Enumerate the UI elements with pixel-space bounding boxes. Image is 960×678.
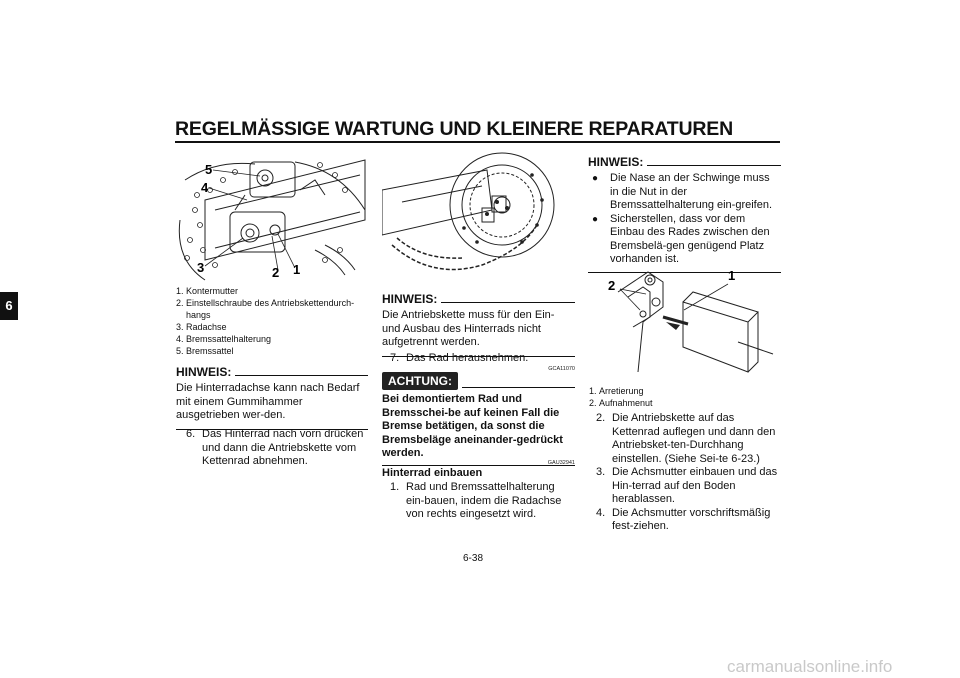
figure-chain-illustration	[382, 152, 555, 271]
caption-item: 5.Bremssattel	[176, 346, 234, 356]
achtung-end-rule	[382, 464, 575, 466]
hinweis-text: Die Antriebskette muss für den Ein- und …	[382, 309, 555, 348]
achtung-heading: ACHTUNG:	[382, 372, 575, 390]
fig3-label-1: 1	[728, 268, 735, 283]
title-rule	[175, 141, 780, 143]
fig3-label-2: 2	[608, 278, 615, 293]
page-title: REGELMÄSSIGE WARTUNG UND KLEINERE REPARA…	[175, 118, 733, 140]
fig1-label-4: 4	[201, 180, 209, 195]
page-number: 6-38	[463, 553, 484, 564]
hinweis-heading: HINWEIS:	[382, 292, 575, 306]
hinweis-end-rule	[588, 271, 781, 273]
hinweis-end-rule	[176, 428, 368, 430]
achtung-badge: ACHTUNG:	[382, 372, 458, 390]
step-7: 7.Das Rad herausnehmen.	[390, 352, 529, 364]
hinweis-heading: HINWEIS:	[176, 365, 368, 379]
fig3-captions: 1.Arretierung 2.Aufnahmenut	[589, 385, 779, 409]
doc-code-2: GAU32941	[547, 460, 575, 466]
step-1: 1.Rad und Bremssattelhalterung ein-bauen…	[390, 481, 562, 520]
col3-hinweis: HINWEIS: ●Die Nase an der Schwinge muss …	[588, 155, 781, 273]
fig1-label-1: 1	[293, 262, 300, 277]
fig1-label-2: 2	[272, 265, 279, 280]
caption-item: 2.Einstellschraube des Antriebskettendur…	[176, 298, 355, 320]
caption-item: 3.Radachse	[176, 322, 227, 332]
step-6: 6.Das Hinterrad nach vorn drücken und da…	[186, 428, 364, 467]
hinweis-end-rule	[382, 355, 575, 357]
step-2: 2.Die Antriebskette auf das Kettenrad au…	[596, 412, 776, 465]
col2-hinweis: HINWEIS: Die Antriebskette muss für den …	[382, 292, 575, 357]
step-3: 3.Die Achsmutter einbauen und das Hin-te…	[596, 466, 778, 505]
caption-item: 1.Kontermutter	[176, 286, 239, 296]
col1-hinweis: HINWEIS: Die Hinterradachse kann nach Be…	[176, 365, 368, 430]
section-title: Hinterrad einbauen	[382, 467, 483, 479]
watermark: carmanualsonline.info	[727, 657, 893, 676]
doc-code-1: GCA11070	[548, 366, 575, 372]
hinweis-heading: HINWEIS:	[588, 155, 781, 169]
fig1-label-5: 5	[205, 162, 212, 177]
fig1-label-3: 3	[197, 260, 204, 275]
step-4: 4.Die Achsmutter vorschriftsmäßig fest-z…	[596, 506, 771, 533]
bullet-item: ●Die Nase an der Schwinge muss in die Nu…	[592, 172, 773, 211]
bullet-item: ●Sicherstellen, dass vor dem Einbau des …	[592, 212, 770, 266]
col3-steps: 2.Die Antriebskette auf das Kettenrad au…	[596, 412, 782, 534]
figure-bracket-illustration: 2 1	[608, 268, 774, 373]
chapter-tab: 6	[0, 292, 18, 320]
caption-item: 1.Arretierung	[589, 386, 644, 396]
caption-item: 4.Bremssattelhalterung	[176, 334, 272, 344]
figure-caliper-illustration: 5 4 3 2 1	[178, 159, 366, 281]
achtung-box: ACHTUNG: Bei demontiertem Rad und Bremss…	[382, 372, 575, 466]
hinweis-text: Die Hinterradachse kann nach Bedarf mit …	[176, 382, 360, 421]
caption-item: 2.Aufnahmenut	[589, 398, 653, 408]
achtung-text: Bei demontiertem Rad und Bremsschei-be a…	[382, 393, 563, 459]
fig1-captions: 1.Kontermutter 2.Einstellschraube des An…	[176, 285, 366, 357]
